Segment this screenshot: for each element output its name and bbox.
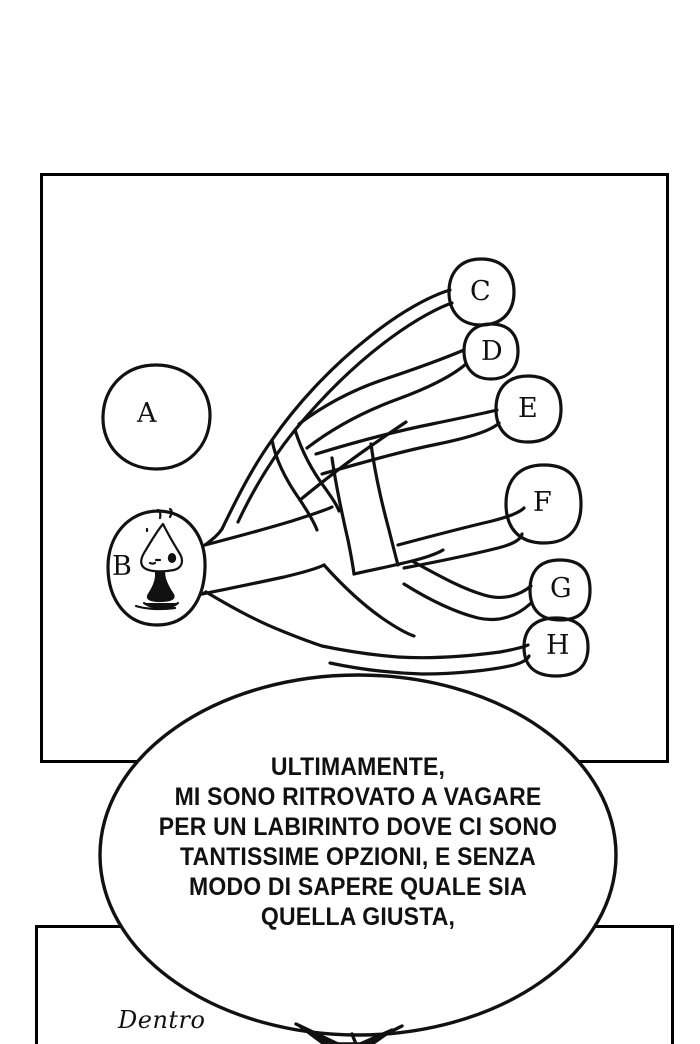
- speech-bubble-text: ULTIMAMENTE, MI SONO RITROVATO A VAGARE …: [158, 753, 558, 931]
- maze-diagram-panel: [40, 173, 669, 763]
- handwritten-caption: Dentro: [118, 1006, 206, 1034]
